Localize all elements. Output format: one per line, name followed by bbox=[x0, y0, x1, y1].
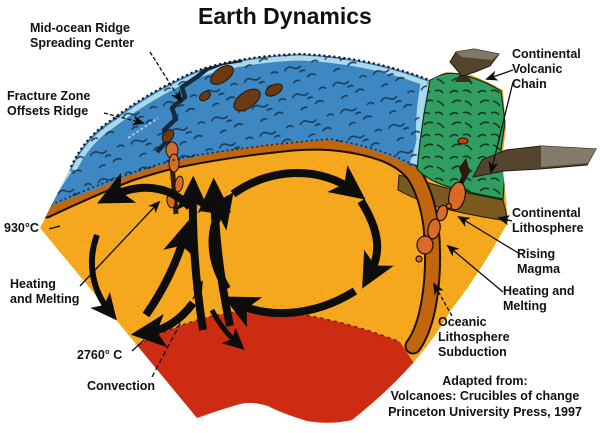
label-continental-volcanic-chain: Continental Volcanic Chain bbox=[512, 47, 581, 91]
pointer-convection bbox=[151, 280, 203, 378]
pointer-heating-melting-right bbox=[446, 244, 504, 293]
convection-arrows bbox=[88, 165, 394, 351]
label-mid-ocean-ridge: Mid-ocean Ridge Spreading Center bbox=[30, 21, 135, 50]
volcano-throat bbox=[459, 158, 470, 182]
label-rising-magma: Rising Magma bbox=[517, 247, 561, 276]
pointer-fracture-zone bbox=[103, 112, 145, 126]
fracture-zone-line bbox=[127, 117, 159, 139]
credit-text: Adapted from: Volcanoes: Crucibles of ch… bbox=[388, 374, 582, 419]
right-cell-arrow bbox=[223, 287, 358, 328]
label-convection: Convection bbox=[87, 379, 156, 393]
rising-magma-blobs bbox=[415, 181, 466, 263]
pointer-volcanic-chain-upper bbox=[485, 69, 514, 81]
volcanic-plume-1 bbox=[449, 48, 500, 82]
pointer-mid-ocean-ridge bbox=[149, 51, 183, 103]
right-cell-arrow bbox=[230, 165, 366, 200]
volcano-crater bbox=[457, 137, 469, 145]
left-cell-arrow bbox=[88, 233, 117, 321]
label-pointers bbox=[48, 51, 521, 378]
seafloor-volcanic-patches bbox=[161, 65, 283, 143]
label-continental-lithosphere: Continental Lithosphere bbox=[512, 206, 584, 235]
label-oceanic-subduction: Oceanic Lithosphere Subduction bbox=[438, 315, 510, 359]
label-temp-930: 930°C bbox=[4, 221, 39, 235]
left-cell-arrow bbox=[142, 220, 196, 318]
label-heating-melting-right: Heating and Melting bbox=[503, 284, 575, 313]
pointer-continental-lithosphere bbox=[497, 215, 513, 226]
pointer-heating-melting-left bbox=[79, 200, 161, 287]
pointer-oceanic-subduction bbox=[433, 282, 453, 317]
right-cell-arrow bbox=[357, 198, 394, 289]
deep-mantle-region bbox=[138, 310, 425, 423]
label-temp-2760: 2760° C bbox=[77, 348, 123, 362]
label-fracture-zone: Fracture Zone Offsets Ridge bbox=[7, 89, 91, 118]
pointer-2760 bbox=[131, 339, 145, 352]
downwelling-arrow bbox=[209, 308, 245, 351]
pointer-930 bbox=[48, 225, 61, 230]
page-title: Earth Dynamics bbox=[198, 3, 372, 29]
label-heating-melting-left: Heating and Melting bbox=[10, 277, 80, 306]
surface-edge-dots bbox=[69, 52, 430, 168]
pointer-rising-magma bbox=[457, 215, 521, 255]
left-cell-arrow bbox=[130, 300, 197, 348]
left-cell-arrow bbox=[97, 172, 193, 210]
volcanic-plume-2 bbox=[472, 145, 597, 178]
pointer-volcanic-chain-lower bbox=[488, 81, 514, 174]
right-cell-arrow bbox=[199, 192, 234, 292]
upwelling-arrow bbox=[175, 175, 210, 331]
